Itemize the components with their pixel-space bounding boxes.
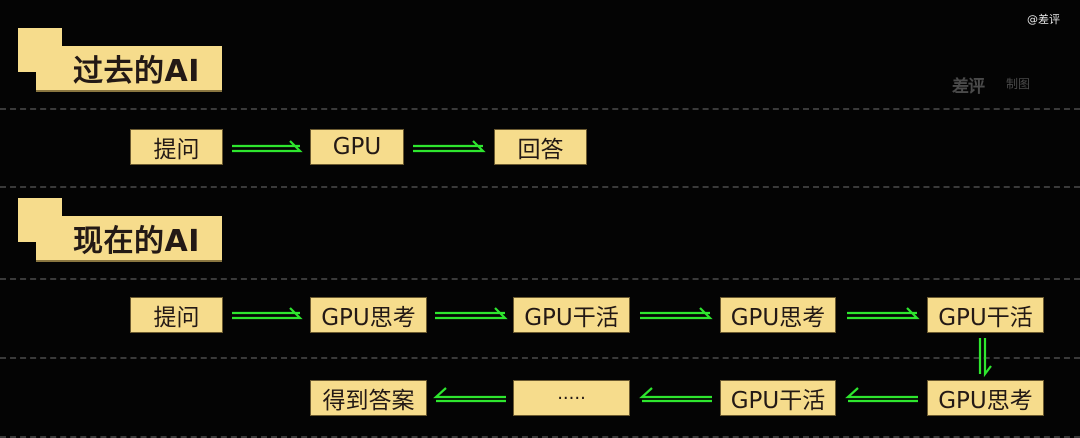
node-present-ellipsis: ····· [513,380,630,416]
node-past-question: 提问 [130,129,223,165]
node-present-gpu-think-1: GPU思考 [310,297,427,333]
node-past-answer: 回答 [494,129,587,165]
section-title-present: 现在的AI [36,216,222,262]
node-present-gpu-work-3: GPU干活 [720,380,836,416]
divider [0,278,1080,280]
node-present-final-answer: 得到答案 [310,380,427,416]
arrow-right-icon [232,307,303,320]
arrow-right-icon [847,307,920,320]
divider [0,108,1080,110]
divider [0,186,1080,188]
divider [0,357,1080,359]
arrow-left-icon [639,387,712,403]
watermark-text: @差评 [1027,13,1060,26]
node-present-question: 提问 [130,297,223,333]
node-present-gpu-work-1: GPU干活 [513,297,630,333]
node-present-gpu-think-3: GPU思考 [927,380,1044,416]
arrow-right-icon [413,140,486,153]
node-present-gpu-work-2: GPU干活 [927,297,1044,333]
arrow-right-icon [232,140,303,153]
logo-mark: 差评 [952,77,985,97]
arrow-right-icon [640,307,713,320]
node-past-gpu: GPU [310,129,404,165]
arrow-left-icon [433,387,506,403]
arrow-down-icon [978,338,992,378]
node-present-gpu-think-2: GPU思考 [720,297,836,333]
divider [0,436,1080,438]
section-title-past: 过去的AI [36,46,222,92]
logo-subtitle: 制图 [1006,77,1031,91]
arrow-left-icon [845,387,918,403]
arrow-right-icon [435,307,508,320]
